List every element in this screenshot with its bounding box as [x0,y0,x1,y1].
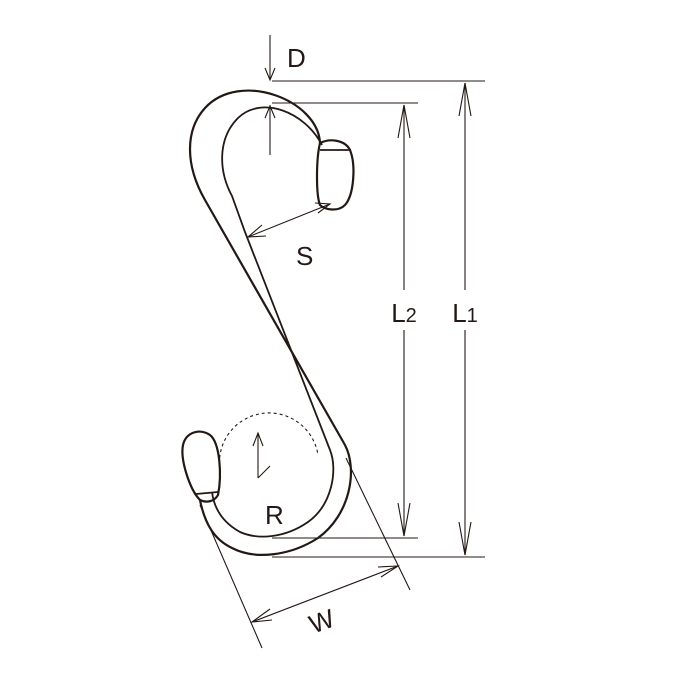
d-arrowhead-bottom [264,104,276,119]
l2-dimension: L2 [386,104,436,537]
w-ext-line-right [345,457,411,591]
l2-arrowhead-top [397,104,411,139]
w-arrowhead-left [250,608,273,623]
label-w: W [305,603,339,640]
s-hook-outer-contour [189,89,352,556]
lower-tip-cap-shape [181,430,222,503]
lower-tip-cap-band [195,491,219,495]
s-arrowhead-right [314,202,332,214]
label-r: R [265,500,284,530]
w-arrowhead-right [377,565,401,578]
d-dimension: D [264,35,306,155]
d-arrowhead-top [264,67,276,82]
upper-tip-cap-shape [315,139,355,211]
l2-label-bg [386,290,436,330]
l1-arrowhead-bottom [458,521,472,556]
r-dimension: R [218,412,319,530]
label-s: S [296,241,313,271]
s-dimension-line [247,203,331,238]
s-dimension: S [246,202,332,271]
r-arrowhead [252,431,264,447]
w-dimension-line [251,565,399,623]
label-l1: L1 [452,298,478,328]
upper-tip-cap [315,139,355,211]
w-ext-line-left [199,504,263,649]
r-dashed-circle [218,412,319,471]
label-d: D [287,43,306,73]
extension-lines [272,80,485,558]
s-arrowhead-left [246,224,267,238]
l1-label-bg [447,290,497,330]
l1-dimension: L1 [447,82,497,556]
l1-arrowhead-top [458,82,472,117]
s-hook-body [189,89,352,556]
s-hook-inner-contour [211,106,335,538]
label-l2: L2 [391,298,417,328]
lower-tip-cap [181,430,222,503]
w-dimension: W [199,457,411,649]
l2-arrowhead-bottom [397,502,411,537]
r-radius-line-short [257,465,271,479]
